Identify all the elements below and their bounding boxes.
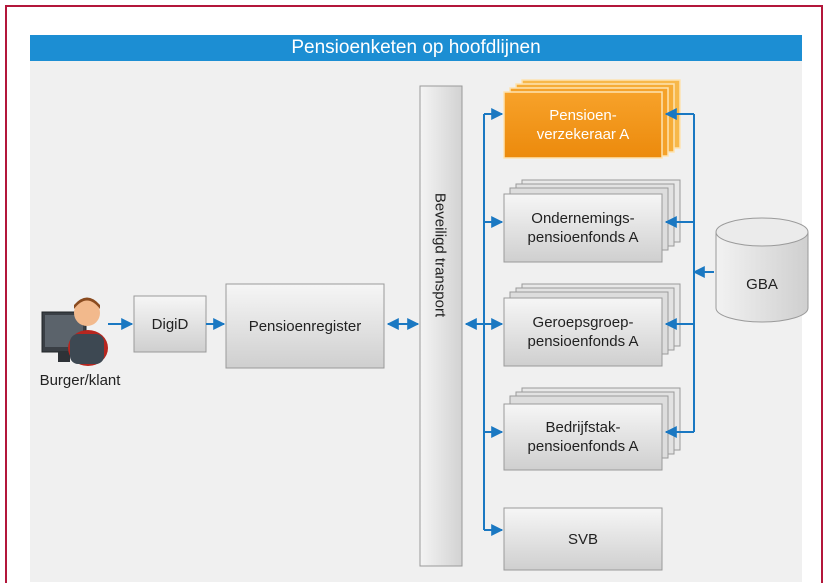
person-computer-icon [41,297,108,366]
beveiligd-transport-bar [419,85,463,567]
digid-box [133,295,207,353]
ondernemingspensioenfonds-stack [503,179,681,263]
diagram-title: Pensioenketen op hoofdlijnen [30,35,802,61]
svb-box [503,507,663,571]
pensioenverzekeraar-stack [503,79,681,159]
connectors [108,108,714,536]
beveiligd-transport-label: Beveiligd transport [431,192,449,318]
beroepsgroeppensioenfonds-stack [503,283,681,367]
gba-database-icon [715,217,809,323]
bedrijfstakpensioenfonds-stack [503,387,681,471]
pensioenregister-box [225,283,385,369]
